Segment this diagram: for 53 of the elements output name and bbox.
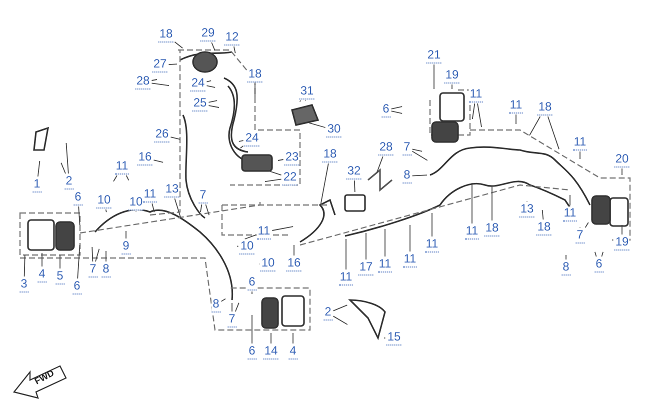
leader-line (254, 83, 256, 98)
leader-line (170, 136, 181, 140)
leader-line (174, 198, 182, 220)
leader-line (384, 228, 386, 257)
callout-number: 29 (200, 26, 216, 42)
leader-line (412, 174, 428, 176)
leader-line (78, 206, 80, 226)
leader-line (37, 160, 40, 177)
leader-line (92, 246, 100, 262)
leader-line (220, 298, 226, 302)
leader-line (153, 160, 164, 163)
leader-line (60, 142, 69, 174)
leader-line (264, 170, 282, 182)
callout-number: 18 (158, 28, 174, 42)
leader-line (542, 210, 544, 220)
leader-line (208, 100, 220, 108)
leader-line (376, 156, 384, 173)
leader-line (412, 148, 428, 161)
leader-line (390, 106, 403, 114)
leader-line (270, 332, 272, 344)
leader-line (292, 332, 294, 344)
leader-line (174, 41, 184, 49)
leader-line (151, 79, 170, 86)
leader-line (594, 251, 604, 257)
leader-line (113, 175, 130, 182)
leader-line (299, 100, 306, 102)
leader-line (200, 204, 210, 216)
leader-line (332, 304, 348, 325)
callout-number: 15 (386, 330, 402, 346)
leader-line (233, 46, 236, 54)
leader-line (206, 80, 216, 88)
leader-line (472, 103, 482, 128)
leader-line (77, 244, 80, 279)
leader-line (278, 159, 284, 161)
leader-line (529, 116, 560, 150)
leader-line (232, 302, 240, 312)
leader-line (244, 226, 294, 240)
leader-line (320, 163, 329, 206)
brake-system-drawing (19, 49, 631, 339)
direction-label: FWD (32, 368, 56, 386)
callout-number: 14 (263, 344, 279, 360)
leader-line (152, 203, 155, 213)
leader-line (211, 42, 216, 51)
leader-line (168, 64, 178, 66)
callout-number: 12 (224, 30, 240, 46)
leader-line (580, 222, 589, 228)
leader-line (308, 122, 326, 128)
leader-line (238, 140, 244, 149)
leader-line (24, 254, 26, 277)
callout-number: 4 (288, 344, 298, 360)
leader-line (105, 209, 107, 213)
leader-line (354, 180, 356, 192)
callout-number: 6 (248, 344, 256, 360)
